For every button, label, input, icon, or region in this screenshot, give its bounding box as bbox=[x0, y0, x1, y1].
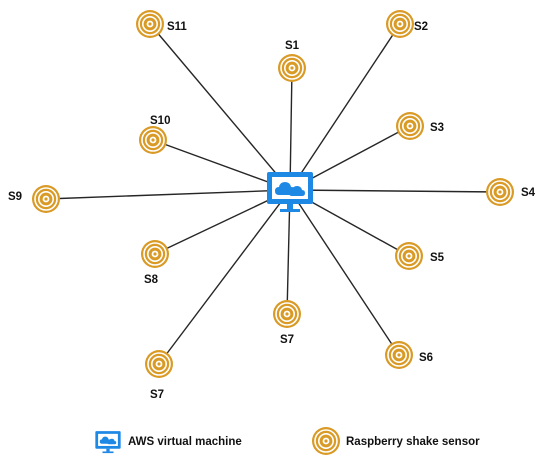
raspberry-shake-sensor-icon bbox=[485, 177, 515, 207]
sensor-node-s10: S10 bbox=[138, 115, 170, 155]
sensor-node-s4: S4 bbox=[485, 177, 536, 207]
sensor-node-s8: S8 bbox=[140, 239, 170, 286]
raspberry-shake-sensor-icon bbox=[135, 9, 165, 39]
sensor-node-s9: S9 bbox=[8, 184, 61, 214]
raspberry-shake-sensor-icon bbox=[138, 125, 168, 155]
raspberry-shake-sensor-icon bbox=[140, 239, 170, 269]
legend-vm-label: AWS virtual machine bbox=[128, 436, 242, 448]
hub-node bbox=[267, 172, 313, 212]
aws-virtual-machine-legend-icon bbox=[95, 431, 121, 454]
sensor-label: S7 bbox=[150, 389, 164, 401]
sensor-node-s6: S6 bbox=[384, 340, 433, 370]
sensor-label: S5 bbox=[430, 252, 445, 264]
link-s9 bbox=[45, 189, 291, 200]
sensor-label: S4 bbox=[521, 187, 536, 199]
raspberry-shake-sensor-icon bbox=[272, 299, 302, 329]
legend-vm-item: AWS virtual machine bbox=[95, 431, 242, 454]
sensor-label: S1 bbox=[285, 40, 300, 52]
sensor-label: S11 bbox=[167, 21, 187, 33]
sensor-label: S2 bbox=[414, 21, 428, 33]
raspberry-shake-sensor-legend-icon bbox=[311, 426, 341, 456]
link-s7b bbox=[158, 189, 291, 365]
link-s2 bbox=[289, 23, 401, 191]
sensor-label: S7 bbox=[280, 334, 294, 346]
sensor-node-s5: S5 bbox=[394, 241, 445, 271]
link-s4 bbox=[289, 189, 501, 193]
link-s6 bbox=[289, 189, 400, 356]
sensor-node-s7a: S7 bbox=[272, 299, 302, 346]
sensor-label: S6 bbox=[419, 352, 433, 364]
sensor-label: S10 bbox=[150, 115, 170, 127]
raspberry-shake-sensor-icon bbox=[385, 9, 415, 39]
raspberry-shake-sensor-icon bbox=[395, 111, 425, 141]
sensor-node-s7b: S7 bbox=[144, 349, 174, 401]
sensor-label: S3 bbox=[430, 122, 444, 134]
sensor-node-s11: S11 bbox=[135, 9, 187, 39]
sensor-node-s3: S3 bbox=[395, 111, 444, 141]
legend-sensor-item: Raspberry shake sensor bbox=[311, 426, 480, 456]
sensor-node-s1: S1 bbox=[277, 40, 307, 83]
raspberry-shake-sensor-icon bbox=[277, 53, 307, 83]
legend: AWS virtual machine Raspberry shake sens… bbox=[95, 426, 480, 456]
link-s11 bbox=[149, 23, 291, 191]
sensor-node-s2: S2 bbox=[385, 9, 428, 39]
link-s1 bbox=[289, 67, 293, 191]
sensor-label: S8 bbox=[144, 274, 159, 286]
raspberry-shake-sensor-icon bbox=[394, 241, 424, 271]
raspberry-shake-sensor-icon bbox=[144, 349, 174, 379]
raspberry-shake-sensor-icon bbox=[31, 184, 61, 214]
raspberry-shake-sensor-icon bbox=[384, 340, 414, 370]
sensor-label: S9 bbox=[8, 191, 22, 203]
aws-virtual-machine-icon bbox=[267, 172, 313, 212]
legend-sensor-label: Raspberry shake sensor bbox=[346, 436, 480, 448]
